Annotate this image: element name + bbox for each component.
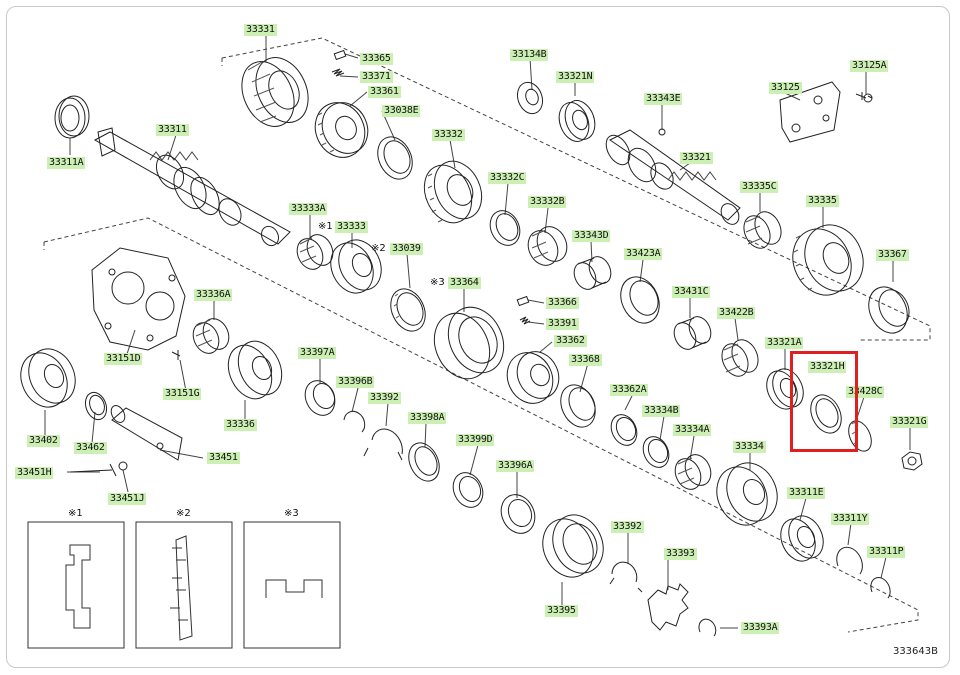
part-label-33431c[interactable]: 33431C <box>672 286 711 298</box>
part-drawings <box>12 49 922 636</box>
note-marker-3: ※3 <box>430 277 445 288</box>
part-label-33366[interactable]: 33366 <box>546 297 579 309</box>
part-label-33361[interactable]: 33361 <box>368 86 401 98</box>
catalog-code: 333643B <box>892 646 938 657</box>
part-label-33365[interactable]: 33365 <box>360 53 393 65</box>
part-label-33364[interactable]: 33364 <box>448 277 481 289</box>
part-label-33332c[interactable]: 33332C <box>488 172 527 184</box>
part-label-33395[interactable]: 33395 <box>545 605 578 617</box>
part-label-33393a[interactable]: 33393A <box>741 622 780 634</box>
part-label-33311p[interactable]: 33311P <box>867 546 906 558</box>
part-label-33368[interactable]: 33368 <box>569 354 602 366</box>
note-marker-2: ※2 <box>371 243 386 254</box>
part-label-33311[interactable]: 33311 <box>156 124 189 136</box>
part-label-33391[interactable]: 33391 <box>546 318 579 330</box>
part-label-33332b[interactable]: 33332B <box>528 196 567 208</box>
note-marker-1: ※1 <box>318 221 333 232</box>
part-label-33331[interactable]: 33331 <box>244 24 277 36</box>
part-label-33333[interactable]: 33333 <box>335 221 368 233</box>
part-label-33134b[interactable]: 33134B <box>510 49 549 61</box>
part-label-33311e[interactable]: 33311E <box>787 487 826 499</box>
part-label-33396b[interactable]: 33396B <box>336 376 375 388</box>
part-label-33335c[interactable]: 33335C <box>740 181 779 193</box>
part-label-33399d[interactable]: 33399D <box>456 434 495 446</box>
inset-caption-3: ※3 <box>284 508 299 519</box>
inset-caption-2: ※2 <box>176 508 191 519</box>
part-label-33362[interactable]: 33362 <box>554 335 587 347</box>
part-label-33333a[interactable]: 33333A <box>289 203 328 215</box>
part-label-33335[interactable]: 33335 <box>806 195 839 207</box>
part-label-33311a[interactable]: 33311A <box>47 157 86 169</box>
diagram-frame <box>6 6 950 668</box>
assembly-boundaries <box>43 37 931 633</box>
highlight-box <box>790 351 858 452</box>
part-label-33451[interactable]: 33451 <box>207 452 240 464</box>
part-label-33334b[interactable]: 33334B <box>642 405 681 417</box>
part-label-33038e[interactable]: 33038E <box>382 105 421 117</box>
part-label-33451h[interactable]: 33451H <box>15 467 54 479</box>
part-label-33367[interactable]: 33367 <box>876 249 909 261</box>
inset-boxes <box>27 521 341 649</box>
part-label-33321a[interactable]: 33321A <box>765 337 804 349</box>
part-label-33321h[interactable]: 33321H <box>808 361 847 373</box>
part-label-33336[interactable]: 33336 <box>224 419 257 431</box>
part-label-33343d[interactable]: 33343D <box>572 230 611 242</box>
part-label-33371[interactable]: 33371 <box>360 71 393 83</box>
part-label-33334[interactable]: 33334 <box>733 441 766 453</box>
part-label-33451j[interactable]: 33451J <box>108 493 147 505</box>
part-label-33392-lower[interactable]: 33392 <box>611 521 644 533</box>
part-label-33398a[interactable]: 33398A <box>408 412 447 424</box>
part-label-33334a[interactable]: 33334A <box>673 424 712 436</box>
part-label-33397a[interactable]: 33397A <box>298 347 337 359</box>
part-label-33396a[interactable]: 33396A <box>496 460 535 472</box>
part-label-33362a[interactable]: 33362A <box>610 384 649 396</box>
part-label-33151g[interactable]: 33151G <box>163 388 202 400</box>
part-label-33332[interactable]: 33332 <box>432 129 465 141</box>
part-label-33336a[interactable]: 33336A <box>194 289 233 301</box>
part-label-33462[interactable]: 33462 <box>74 442 107 454</box>
inset-caption-1: ※1 <box>68 508 83 519</box>
part-label-33125[interactable]: 33125 <box>769 82 802 94</box>
part-label-33311y[interactable]: 33311Y <box>831 513 870 525</box>
part-label-33343e[interactable]: 33343E <box>644 93 683 105</box>
part-label-33393[interactable]: 33393 <box>664 548 697 560</box>
part-label-33125a[interactable]: 33125A <box>850 60 889 72</box>
part-label-33392-upper[interactable]: 33392 <box>368 392 401 404</box>
part-label-33321g[interactable]: 33321G <box>890 416 929 428</box>
part-label-33422b[interactable]: 33422B <box>717 307 756 319</box>
part-label-33321n[interactable]: 33321N <box>556 71 595 83</box>
part-label-33039[interactable]: 33039 <box>390 243 423 255</box>
part-label-33423a[interactable]: 33423A <box>624 248 663 260</box>
part-label-33151d[interactable]: 33151D <box>104 353 143 365</box>
part-label-33402[interactable]: 33402 <box>27 435 60 447</box>
part-label-33321[interactable]: 33321 <box>680 152 713 164</box>
